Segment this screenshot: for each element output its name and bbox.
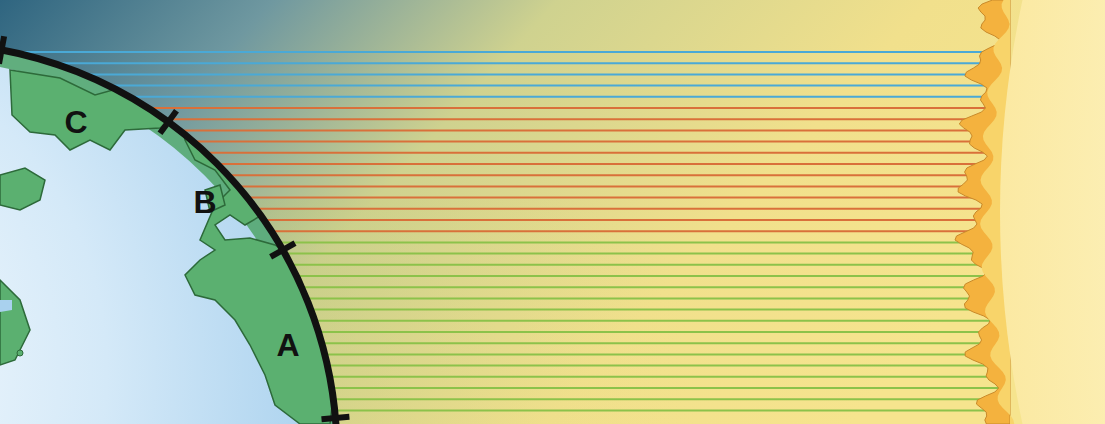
zone-tick (160, 111, 177, 134)
sun-ray (335, 409, 1010, 411)
sun-ray (333, 398, 1010, 400)
sun-ray (302, 286, 1010, 288)
sun-ray (206, 152, 1010, 154)
zone-tick (322, 417, 350, 419)
zone-tick (0, 36, 4, 64)
zone-letter: C (64, 106, 87, 138)
sun-ray (164, 118, 1010, 120)
sun-ray (327, 365, 1010, 367)
sun-ray (330, 376, 1010, 378)
sun-ray (84, 73, 1010, 75)
zone-tick (271, 243, 295, 257)
sun-ray (306, 297, 1010, 299)
sun-ray (148, 107, 1010, 109)
sun-ray (193, 141, 1010, 143)
sun-ray (285, 253, 1010, 255)
sun-ray (217, 163, 1010, 165)
sun-ray (108, 85, 1010, 87)
sun-ray (311, 309, 1010, 311)
sun-ray (238, 185, 1010, 187)
zone-letter: B (193, 186, 216, 218)
sun-ray (12, 51, 1011, 53)
sun-ray (291, 264, 1010, 266)
sun (1000, 0, 1105, 424)
sun-ray (322, 342, 1010, 344)
sun-ray (278, 241, 1010, 243)
sun-ray (179, 129, 1010, 131)
earth (0, 36, 349, 424)
zone-letter: A (276, 329, 299, 361)
sun-ray (264, 219, 1010, 221)
sun-ray (129, 96, 1010, 98)
zone-ticks (0, 36, 349, 419)
sun-ray (297, 275, 1011, 277)
sun-ray (53, 62, 1010, 64)
sun-ray (271, 230, 1010, 232)
sun-ray (247, 197, 1010, 199)
sun-ray (315, 320, 1010, 322)
sun-ray (332, 387, 1010, 389)
sun-ray (319, 331, 1011, 333)
sun-ray (256, 208, 1010, 210)
sun-ray (325, 353, 1010, 355)
sun-ray (228, 174, 1010, 176)
